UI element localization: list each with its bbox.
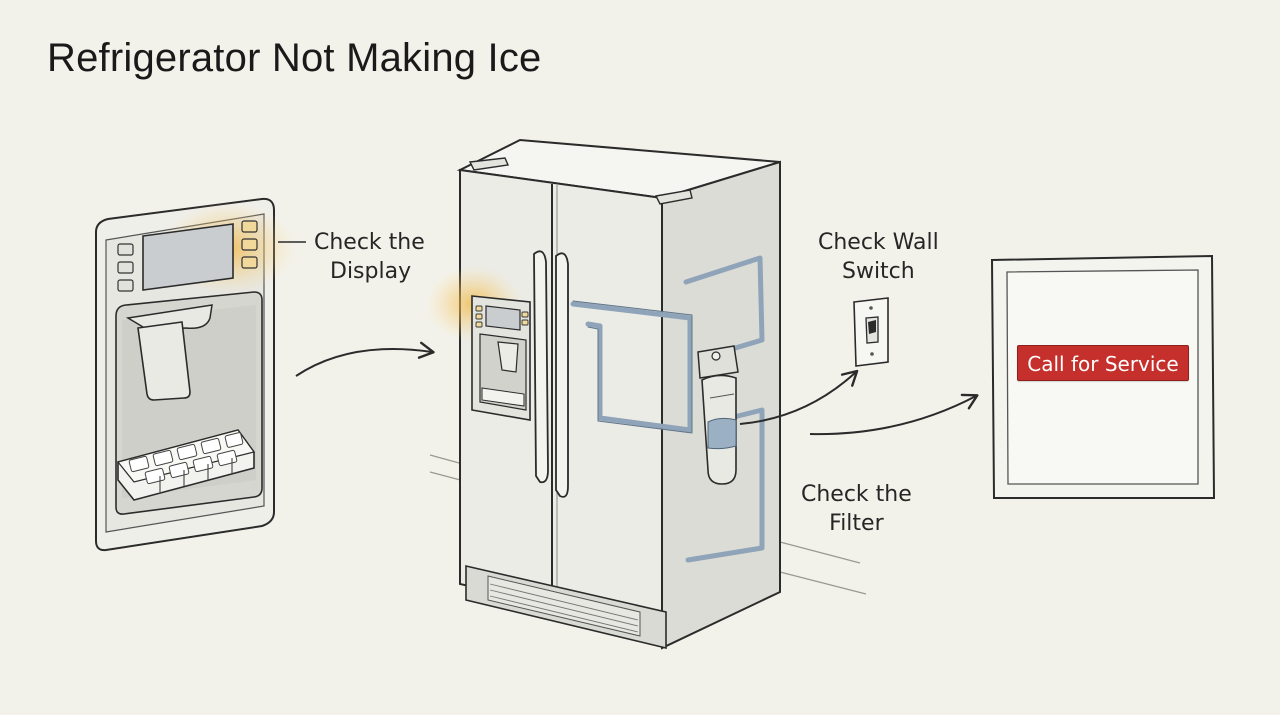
arrow-to-service-panel	[809, 393, 979, 436]
side-by-side-refrigerator-icon	[426, 138, 781, 650]
callout-check-display-line2: Display	[330, 259, 412, 284]
callout-check-wall-switch-line2: Switch	[841, 259, 915, 284]
ice-dispenser-closeup-icon	[95, 197, 296, 552]
page-title: Refrigerator Not Making Ice	[47, 36, 542, 80]
call-for-service-button[interactable]: Call for Service	[1017, 345, 1189, 381]
water-filter-icon	[697, 345, 739, 485]
wall-switch-icon	[853, 297, 889, 367]
callout-check-filter-line1: Check the	[801, 482, 912, 507]
arrow-to-wall-switch	[739, 369, 859, 425]
arrow-to-fridge	[295, 341, 435, 377]
callout-check-filter: Check the Filter	[801, 480, 912, 538]
callout-check-wall-switch-line1: Check Wall	[818, 230, 939, 255]
callout-check-wall-switch: Check Wall Switch	[818, 228, 939, 286]
callout-check-filter-line2: Filter	[829, 511, 884, 536]
callout-check-display: Check the Display	[314, 228, 425, 286]
callout-check-display-line1: Check the	[314, 230, 425, 255]
